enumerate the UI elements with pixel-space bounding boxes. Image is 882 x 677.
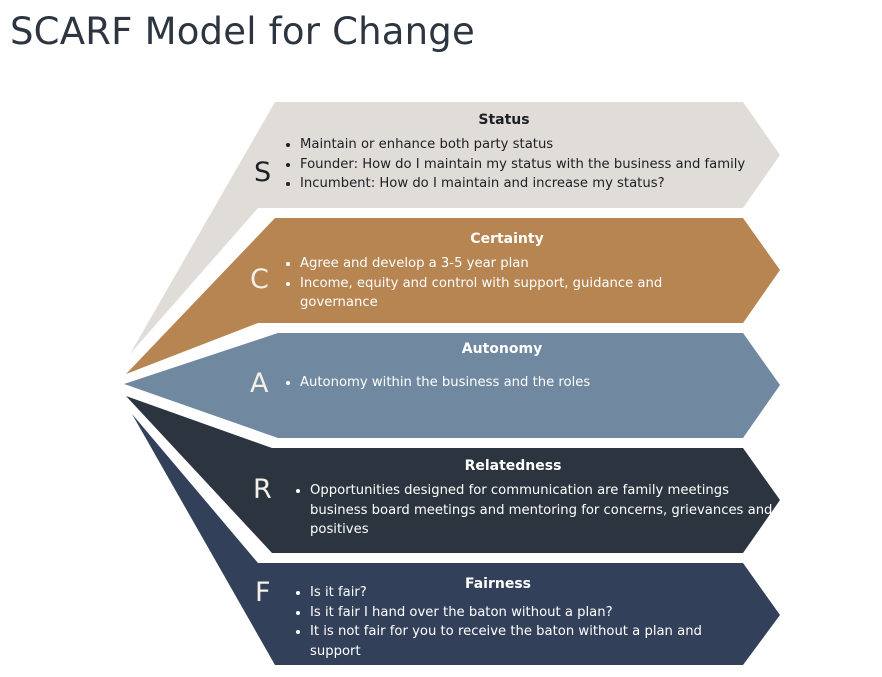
band-letter-s: S [254, 157, 272, 188]
list-item: It is not fair for you to receive the ba… [310, 622, 750, 661]
list-item: Maintain or enhance both party status [300, 135, 780, 155]
band-heading-certainty: Certainty [470, 231, 544, 247]
list-item: Autonomy within the business and the rol… [300, 373, 720, 393]
band-bullets-status: Maintain or enhance both party status Fo… [284, 135, 780, 194]
band-heading-autonomy: Autonomy [461, 341, 543, 357]
band-certainty-shape [126, 218, 780, 374]
band-letter-r: R [253, 474, 272, 505]
band-status-shape [130, 102, 780, 354]
band-bullets-autonomy: Autonomy within the business and the rol… [284, 373, 720, 393]
band-relatedness-shape [126, 396, 780, 553]
list-item: Founder: How do I maintain my status wit… [300, 155, 780, 175]
list-item: Agree and develop a 3-5 year plan [300, 254, 700, 274]
page-title: SCARF Model for Change [10, 10, 475, 53]
band-bullets-relatedness: Opportunities designed for communication… [294, 481, 780, 540]
list-item: Is it fair? [310, 583, 750, 603]
band-letter-c: C [250, 264, 269, 295]
list-item: Opportunities designed for communication… [310, 481, 780, 540]
list-item: Is it fair I hand over the baton without… [310, 603, 750, 623]
list-item: Income, equity and control with support,… [300, 274, 700, 313]
band-heading-relatedness: Relatedness [464, 458, 562, 474]
band-letter-a: A [250, 368, 269, 399]
band-heading-status: Status [478, 112, 530, 128]
band-fairness-shape [132, 414, 780, 665]
list-item: Incumbent: How do I maintain and increas… [300, 174, 780, 194]
band-letter-f: F [255, 577, 271, 608]
band-bullets-certainty: Agree and develop a 3-5 year plan Income… [284, 254, 700, 313]
band-heading-fairness: Fairness [464, 576, 532, 592]
band-bullets-fairness: Is it fair? Is it fair I hand over the b… [294, 583, 750, 661]
band-autonomy-shape [124, 333, 780, 438]
